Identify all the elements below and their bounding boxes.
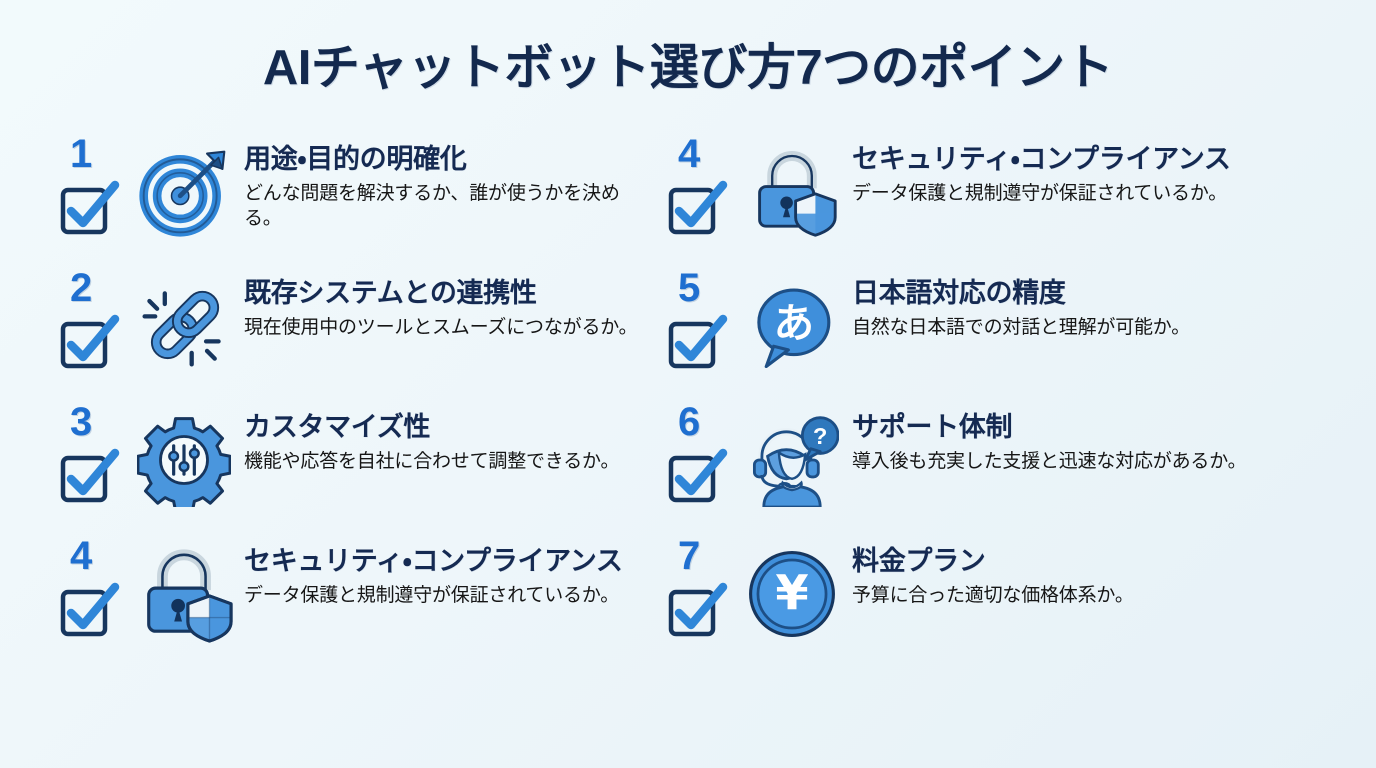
- lock-shield-icon: [738, 140, 846, 244]
- right-column: 4: [660, 130, 1360, 666]
- point-text-1: 用途・目的の明確化 どんな問題を解決するか、誰が使うかを決める。: [238, 130, 638, 232]
- checkbox-checked-icon: [60, 580, 120, 640]
- point-item-3: 3: [58, 398, 660, 518]
- point-description-1: どんな問題を解決するか、誰が使うかを決める。: [244, 182, 620, 230]
- point-title-8: 料金プラン: [852, 546, 986, 576]
- point-item-1: 1: [58, 130, 660, 250]
- point-number-4: 4: [70, 534, 93, 578]
- support-agent-headset-icon: ?: [738, 408, 846, 512]
- point-item-2: 2: [58, 264, 660, 384]
- point-title-5: セキュリティ・コンプライアンス: [852, 144, 1231, 174]
- checkbox-checked-icon: [668, 312, 728, 372]
- page-title: AIチャットボット選び方7つのポイント: [262, 41, 1114, 95]
- points-columns: 1: [0, 130, 1376, 666]
- point-number-2: 2: [70, 266, 93, 310]
- point-item-4: 4: [58, 532, 660, 652]
- point-number-5: 4: [678, 132, 701, 176]
- point-description-4: データ保護と規制遵守が保証されているか。: [244, 584, 620, 606]
- check-number-group-5: 4: [666, 134, 738, 242]
- question-mark-glyph: ?: [813, 423, 827, 449]
- point-item-8: 7 ¥ 料金プラン: [666, 532, 1360, 650]
- checkbox-checked-icon: [668, 580, 728, 640]
- yen-coin-icon: ¥: [738, 542, 846, 646]
- checkbox-checked-icon: [60, 312, 120, 372]
- chain-link-icon: [130, 274, 238, 378]
- checkbox-checked-icon: [668, 446, 728, 506]
- point-text-3: カスタマイズ性 機能や応答を自社に合わせて調整できるか。: [238, 398, 638, 474]
- check-number-group-7: 6: [666, 402, 738, 510]
- check-number-group-3: 3: [58, 402, 130, 510]
- point-item-7: 6: [666, 398, 1360, 516]
- point-text-7: サポート体制 導入後も充実した支援と迅速な対応があるか。: [846, 398, 1286, 474]
- point-description-3: 機能や応答を自社に合わせて調整できるか。: [244, 450, 620, 472]
- point-title-6: 日本語対応の精度: [852, 278, 1066, 308]
- point-text-2: 既存システムとの連携性 現在使用中のツールとスムーズにつながるか。: [238, 264, 638, 340]
- point-text-8: 料金プラン 予算に合った適切な価格体系か。: [846, 532, 1286, 608]
- point-text-5: セキュリティ・コンプライアンス データ保護と規制遵守が保証されているか。: [846, 130, 1286, 206]
- check-number-group-4: 4: [58, 536, 130, 644]
- check-number-group-1: 1: [58, 134, 130, 242]
- point-title-3: カスタマイズ性: [244, 412, 431, 442]
- point-number-3: 3: [70, 400, 93, 444]
- point-title-1: 用途・目的の明確化: [244, 144, 467, 174]
- point-description-8: 予算に合った適切な価格体系か。: [852, 584, 1134, 606]
- check-number-group-8: 7: [666, 536, 738, 644]
- lock-shield-icon: [130, 542, 238, 646]
- point-title-7: サポート体制: [852, 412, 1013, 442]
- point-item-6: 5 あ 日本語対応の精度: [666, 264, 1360, 382]
- checkbox-checked-icon: [668, 178, 728, 238]
- checkbox-checked-icon: [60, 178, 120, 238]
- point-number-1: 1: [70, 132, 93, 176]
- checkbox-checked-icon: [60, 446, 120, 506]
- check-number-group-6: 5: [666, 268, 738, 376]
- point-text-4: セキュリティ・コンプライアンス データ保護と規制遵守が保証されているか。: [238, 532, 638, 608]
- target-icon: [130, 140, 238, 244]
- speech-bubble-japanese-icon: あ: [738, 274, 846, 378]
- left-column: 1: [0, 130, 660, 666]
- point-description-2: 現在使用中のツールとスムーズにつながるか。: [244, 316, 638, 338]
- point-number-6: 5: [678, 266, 701, 310]
- point-number-7: 6: [678, 400, 701, 444]
- gear-sliders-icon: [130, 408, 238, 512]
- yen-symbol-glyph: ¥: [775, 567, 808, 622]
- point-description-7: 導入後も充実した支援と迅速な対応があるか。: [852, 450, 1247, 472]
- check-number-group-2: 2: [58, 268, 130, 376]
- point-number-8: 7: [678, 534, 701, 578]
- point-description-6: 自然な日本語での対話と理解が可能か。: [852, 316, 1191, 338]
- point-title-2: 既存システムとの連携性: [244, 278, 537, 308]
- point-item-5: 4: [666, 130, 1360, 248]
- point-text-6: 日本語対応の精度 自然な日本語での対話と理解が可能か。: [846, 264, 1286, 340]
- speech-bubble-glyph: あ: [774, 299, 814, 347]
- title-area: AIチャットボット選び方7つのポイント: [0, 0, 1376, 96]
- point-title-4: セキュリティ・コンプライアンス: [244, 546, 623, 576]
- point-description-5: データ保護と規制遵守が保証されているか。: [852, 182, 1228, 204]
